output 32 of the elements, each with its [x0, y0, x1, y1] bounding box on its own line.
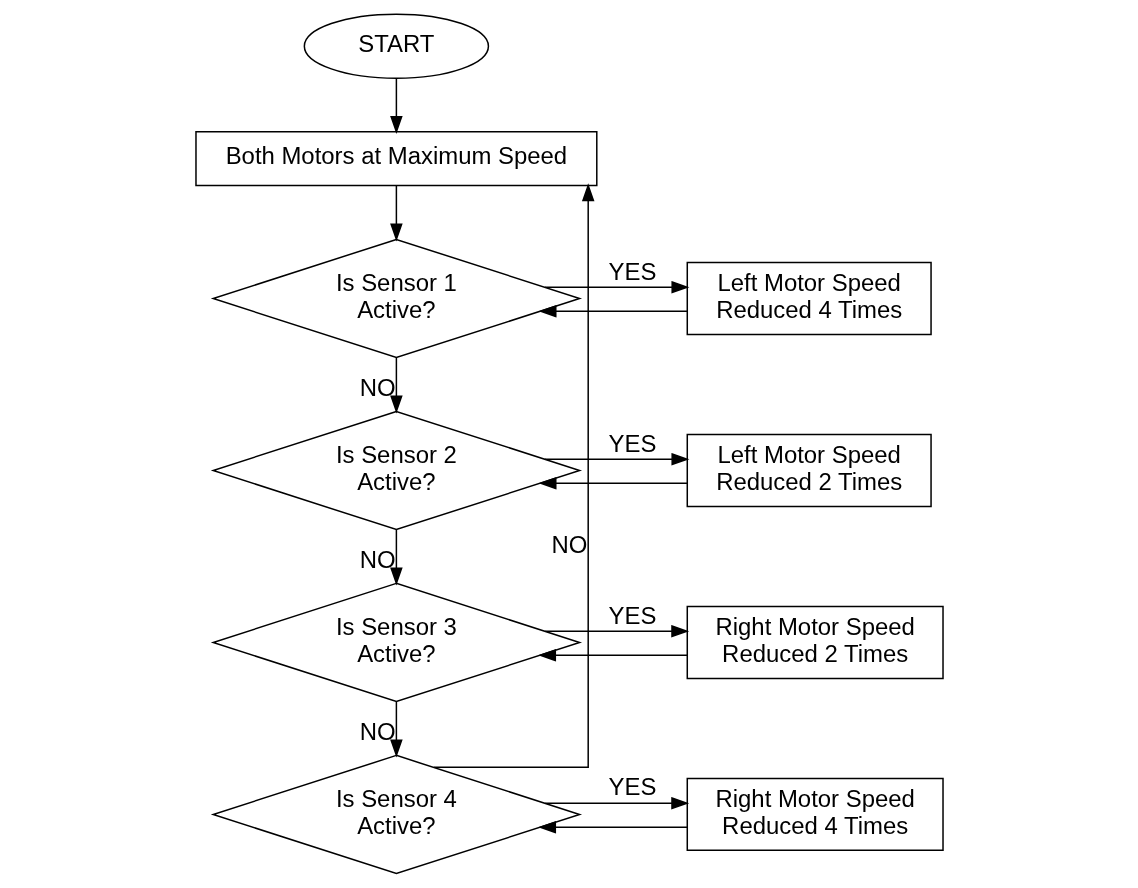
arrow — [389, 77, 403, 134]
edge-label: NO — [551, 531, 587, 559]
node-box: Both Motors at Maximum Speed — [194, 131, 598, 187]
node-box: Left Motor Speed Reduced 4 Times — [686, 261, 932, 336]
arrow — [389, 184, 403, 242]
node-box: Left Motor Speed Reduced 2 Times — [686, 433, 932, 508]
node-diamond: Is Sensor 3 Active? — [210, 582, 582, 703]
arrow — [537, 648, 688, 662]
node-diamond: Is Sensor 4 Active? — [210, 754, 582, 875]
node-ellipse: START — [303, 13, 489, 79]
arrow — [543, 453, 689, 466]
arrow — [537, 820, 688, 834]
edge-label: YES — [608, 601, 656, 629]
arrow — [543, 796, 689, 810]
edge-label: NO — [359, 374, 396, 402]
edge-label: YES — [608, 773, 656, 801]
arrow — [543, 624, 689, 638]
node-diamond: Is Sensor 2 Active? — [210, 410, 582, 531]
arrow — [538, 304, 688, 318]
edge-label: NO — [359, 546, 396, 574]
edge-label: NO — [359, 718, 396, 746]
arrow — [538, 476, 688, 490]
node-box: Right Motor Speed Reduced 2 Times — [686, 605, 944, 680]
node-box: Right Motor Speed Reduced 4 Times — [686, 777, 944, 852]
edge-label: YES — [608, 429, 656, 457]
arrow — [543, 281, 689, 294]
node-diamond: Is Sensor 1 Active? — [210, 238, 582, 359]
edge-label: YES — [608, 257, 656, 285]
arrow — [389, 528, 403, 586]
arrow — [389, 356, 403, 414]
arrow — [389, 700, 403, 758]
arrow — [432, 183, 594, 769]
